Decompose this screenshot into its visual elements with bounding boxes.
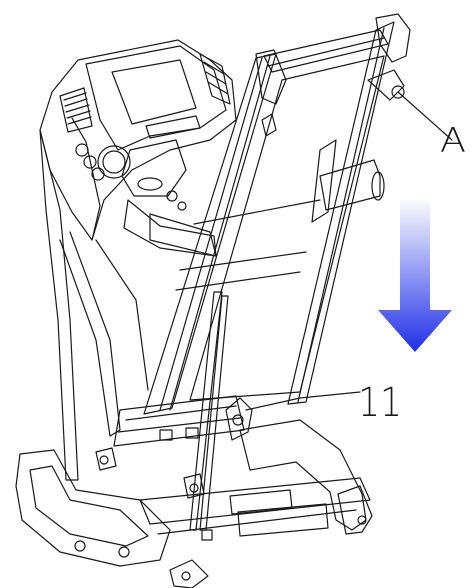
left-upright <box>39 129 149 481</box>
console-screen <box>111 59 197 125</box>
callout-label-11: 11 <box>358 380 402 426</box>
console-dial <box>97 145 131 179</box>
handrail <box>149 159 385 257</box>
motor-housing <box>113 395 245 447</box>
fold-down-arrow <box>378 198 452 352</box>
base-plate <box>237 503 329 537</box>
callout-label-a: A <box>440 121 466 161</box>
deck-frame <box>113 13 411 447</box>
running-belt <box>189 55 385 401</box>
leader-line-11 <box>245 391 361 411</box>
base-frame <box>15 419 373 588</box>
leader-line-a <box>397 91 453 141</box>
speaker-grille-left <box>59 87 93 133</box>
console-unit <box>39 39 237 257</box>
speaker-grille-right <box>199 53 231 105</box>
